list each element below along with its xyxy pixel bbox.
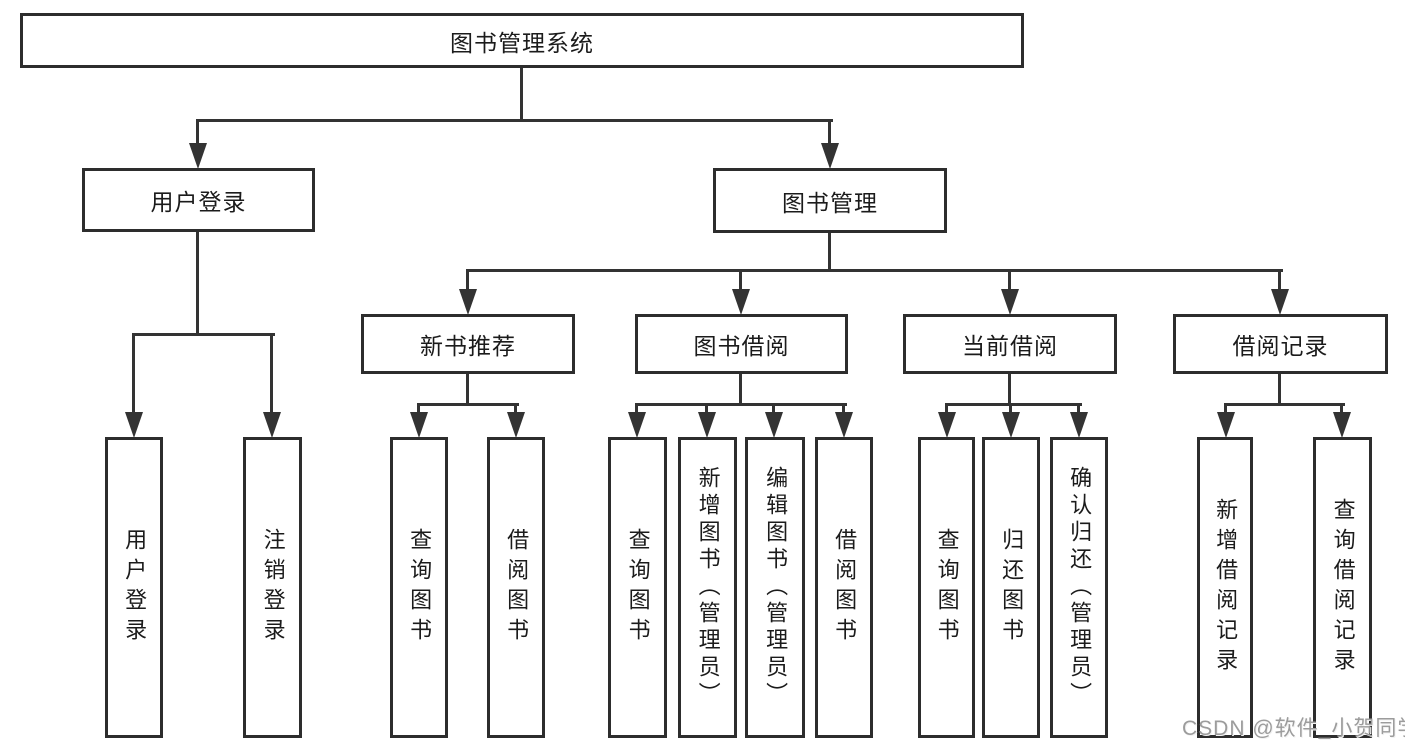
arrow-to-user-login: [189, 119, 207, 169]
leaf-user-login-label: 用户登录: [122, 527, 148, 648]
leaf-nbr-borrow-book-label: 借阅图书: [504, 527, 530, 648]
leaf-bb-add-book: 新增图书（管理员）: [678, 437, 737, 738]
leaf-logout: 注销登录: [243, 437, 302, 738]
connector-nbr-stem: [466, 372, 469, 405]
arrow-to-cb-query-book: [938, 404, 956, 438]
leaf-cb-query-book: 查询图书: [918, 437, 975, 738]
leaf-bb-add-book-label: 新增图书（管理员）: [695, 466, 721, 709]
arrow-to-bb-edit-book: [765, 404, 783, 438]
leaf-bb-borrow-book-label: 借阅图书: [832, 527, 858, 648]
arrow-to-bb-query-book: [628, 404, 646, 438]
arrow-to-br-query-record: [1333, 404, 1351, 438]
connector-user-login-bus: [132, 333, 275, 336]
arrow-to-nbr-query-book: [410, 404, 428, 438]
arrow-to-cb-confirm-return: [1070, 404, 1088, 438]
leaf-nbr-query-book-label: 查询图书: [407, 527, 433, 648]
leaf-br-query-record-label: 查询借阅记录: [1330, 497, 1356, 678]
arrow-to-book-management: [821, 119, 839, 169]
leaf-bb-edit-book: 编辑图书（管理员）: [745, 437, 805, 738]
leaf-logout-label: 注销登录: [260, 527, 286, 648]
connector-br-stem: [1278, 372, 1281, 405]
arrow-to-leaf-logout: [263, 334, 281, 438]
leaf-nbr-borrow-book: 借阅图书: [487, 437, 545, 738]
arrow-to-current-borrow: [1001, 269, 1019, 315]
leaf-bb-query-book-label: 查询图书: [625, 527, 651, 648]
node-user-login: 用户登录: [82, 168, 315, 232]
arrow-to-bb-borrow-book: [835, 404, 853, 438]
arrow-to-bb-add-book: [698, 404, 716, 438]
connector-book-management-stem: [828, 232, 831, 271]
connector-bb-bus: [635, 403, 847, 406]
node-current-borrow: 当前借阅: [903, 314, 1117, 374]
leaf-cb-confirm-return-label: 确认归还（管理员）: [1067, 466, 1093, 709]
leaf-cb-query-book-label: 查询图书: [934, 527, 960, 648]
leaf-bb-borrow-book: 借阅图书: [815, 437, 873, 738]
arrow-to-nbr-borrow-book: [507, 404, 525, 438]
leaf-bb-edit-book-label: 编辑图书（管理员）: [763, 466, 789, 709]
arrow-to-new-book-recommend: [459, 269, 477, 315]
leaf-cb-confirm-return: 确认归还（管理员）: [1050, 437, 1108, 738]
connector-br-bus: [1224, 403, 1345, 406]
leaf-br-add-record: 新增借阅记录: [1197, 437, 1253, 738]
connector-cb-bus: [945, 403, 1082, 406]
leaf-nbr-query-book: 查询图书: [390, 437, 448, 738]
node-new-book-recommend: 新书推荐: [361, 314, 575, 374]
arrow-to-borrow-record: [1271, 269, 1289, 315]
arrow-to-leaf-user-login: [125, 334, 143, 438]
arrow-to-br-add-record: [1217, 404, 1235, 438]
connector-nbr-bus: [417, 403, 519, 406]
connector-root-stem: [520, 66, 523, 120]
leaf-br-add-record-label: 新增借阅记录: [1213, 497, 1239, 678]
connector-cb-stem: [1008, 372, 1011, 405]
node-root: 图书管理系统: [20, 13, 1024, 68]
arrow-to-book-borrow: [732, 269, 750, 315]
leaf-cb-return-book: 归还图书: [982, 437, 1040, 738]
leaf-br-query-record: 查询借阅记录: [1313, 437, 1372, 738]
leaf-user-login: 用户登录: [105, 437, 163, 738]
leaf-cb-return-book-label: 归还图书: [999, 527, 1025, 648]
node-borrow-record: 借阅记录: [1173, 314, 1388, 374]
node-book-borrow: 图书借阅: [635, 314, 848, 374]
connector-level2-bus: [196, 119, 833, 122]
leaf-bb-query-book: 查询图书: [608, 437, 667, 738]
connector-level3-bus: [466, 269, 1283, 272]
connector-user-login-stem: [196, 231, 199, 335]
node-book-management: 图书管理: [713, 168, 947, 233]
connector-bb-stem: [739, 372, 742, 405]
arrow-to-cb-return-book: [1002, 404, 1020, 438]
csdn-watermark: CSDN @软件_小贺同学: [1182, 717, 1405, 740]
